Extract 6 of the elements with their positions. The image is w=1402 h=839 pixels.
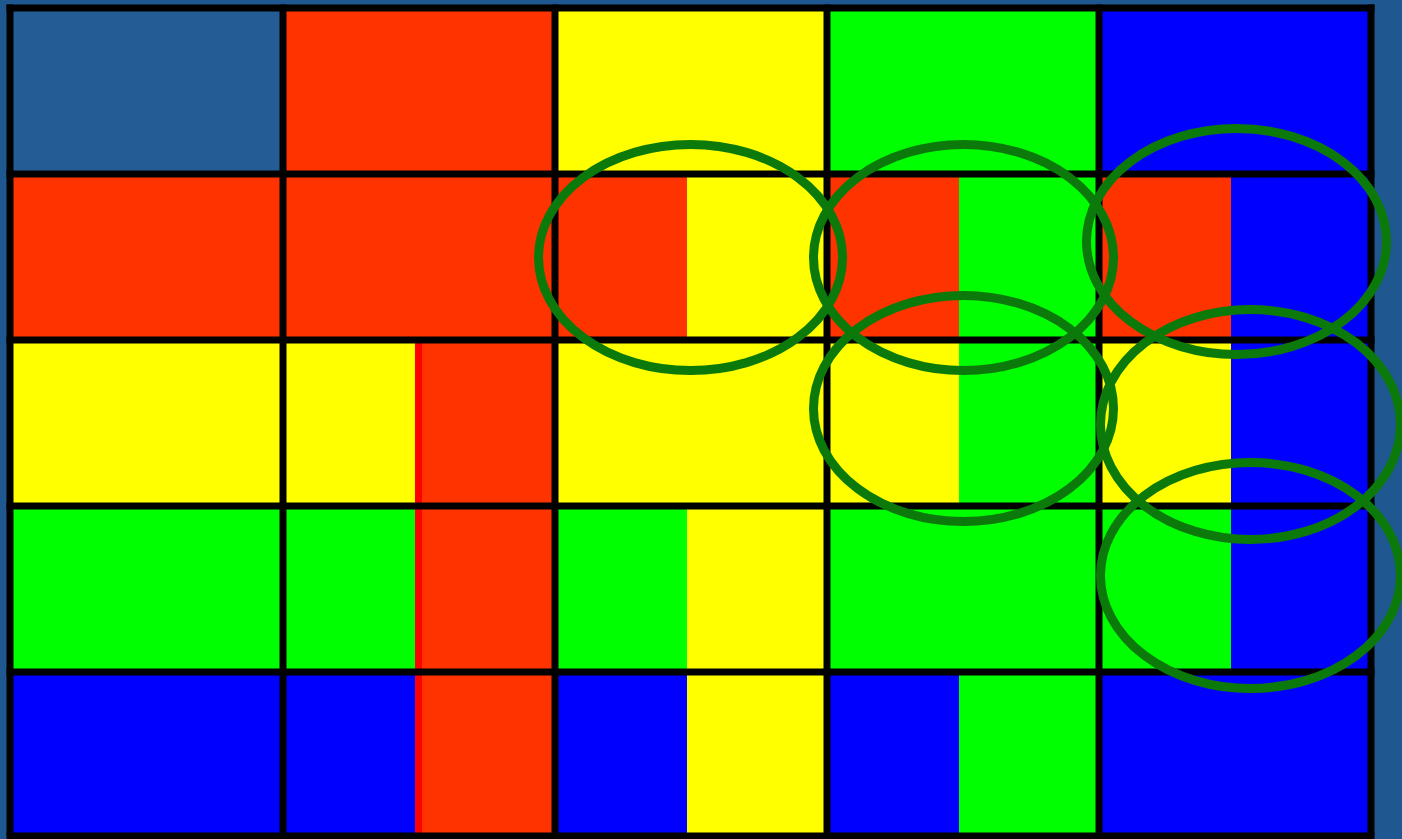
ellipse-outline xyxy=(1095,457,1402,693)
ellipse-outline xyxy=(1081,123,1391,359)
ellipse-outline xyxy=(1095,304,1402,544)
ellipse-outline xyxy=(533,139,847,375)
ellipse-outline xyxy=(808,139,1118,375)
ellipse-outline xyxy=(808,290,1118,526)
